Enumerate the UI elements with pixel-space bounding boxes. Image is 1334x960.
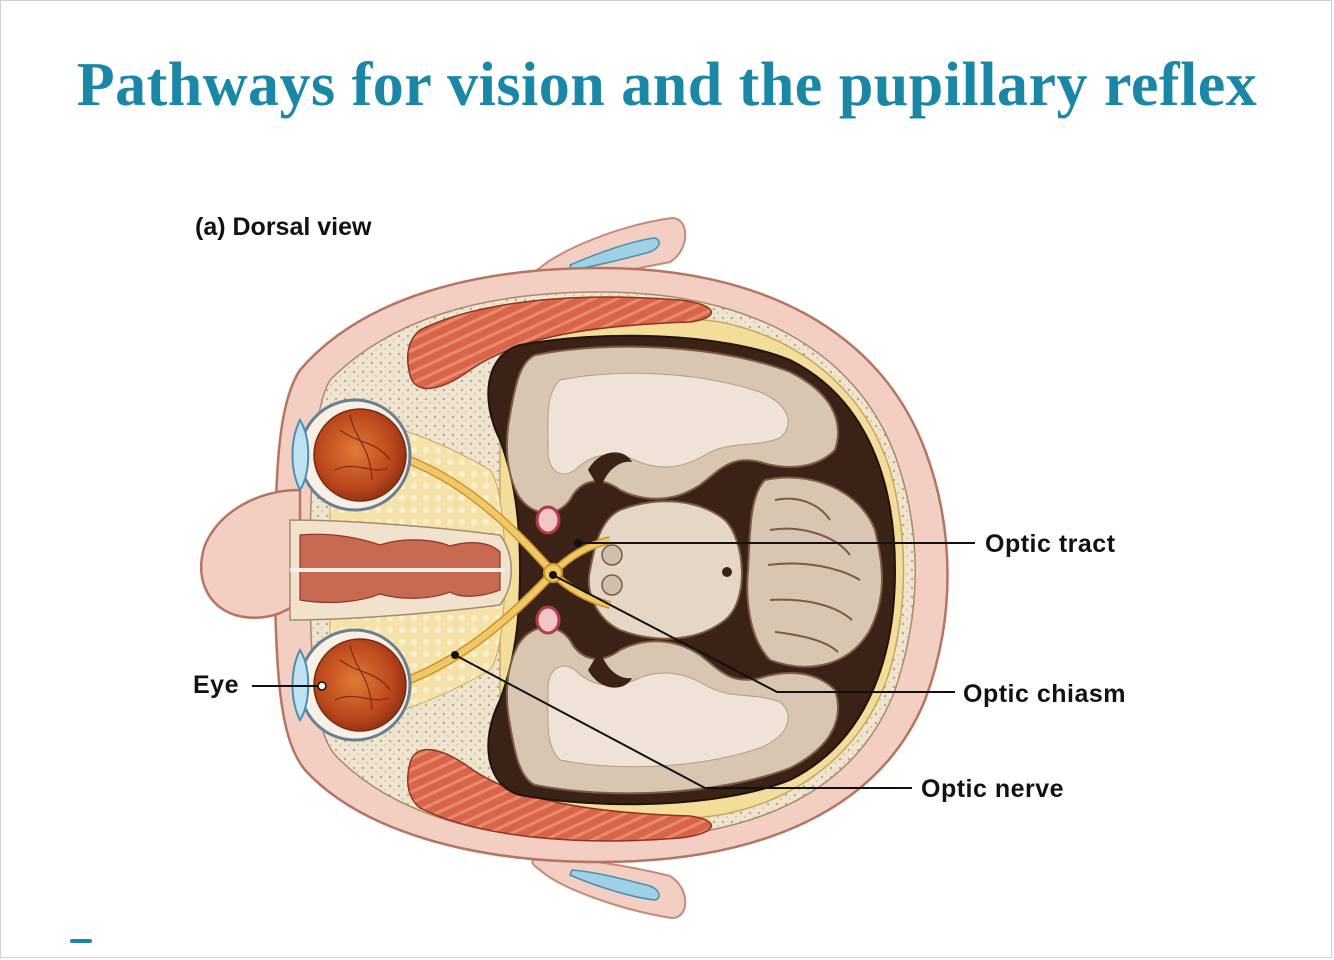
top-ear [531, 216, 687, 284]
slide-title: Pathways for vision and the pupillary re… [76, 51, 1258, 119]
view-subtitle: (a) Dorsal view [195, 213, 372, 241]
midbrain [587, 500, 743, 640]
brain-white-matter-bottom [547, 665, 789, 768]
colliculus-2 [601, 574, 623, 596]
ventricle-top [588, 452, 632, 490]
leader-optic-chiasm [552, 574, 955, 693]
artery-top [535, 505, 561, 535]
colliculus-1 [601, 544, 623, 566]
nose [200, 488, 302, 619]
leader-lines [252, 542, 975, 789]
label-optic-chiasm: Optic chiasm [963, 680, 1126, 708]
leader-optic-nerve [454, 654, 912, 789]
footer-accent-mark [70, 939, 92, 943]
pointer-optic-nerve [451, 651, 459, 659]
label-optic-tract: Optic tract [985, 530, 1116, 558]
ventricle-bottom [588, 650, 632, 688]
eye-top [291, 398, 412, 512]
artery-bottom [535, 605, 561, 635]
cerebellum-folia [767, 497, 861, 653]
bottom-ear [531, 856, 687, 920]
eye-bottom [291, 628, 412, 742]
cerebellum [746, 476, 883, 668]
temporal-muscle-top [407, 296, 712, 389]
label-eye: Eye [193, 671, 239, 699]
label-optic-nerve: Optic nerve [921, 775, 1065, 803]
aqueduct [722, 567, 732, 577]
optic-pathway [393, 450, 612, 690]
brain-white-matter-top [547, 372, 789, 475]
pointer-eye [317, 681, 327, 691]
pointer-optic-chiasm [549, 571, 557, 579]
pointer-optic-tract [574, 539, 582, 547]
temporal-muscle-bottom [407, 749, 712, 842]
